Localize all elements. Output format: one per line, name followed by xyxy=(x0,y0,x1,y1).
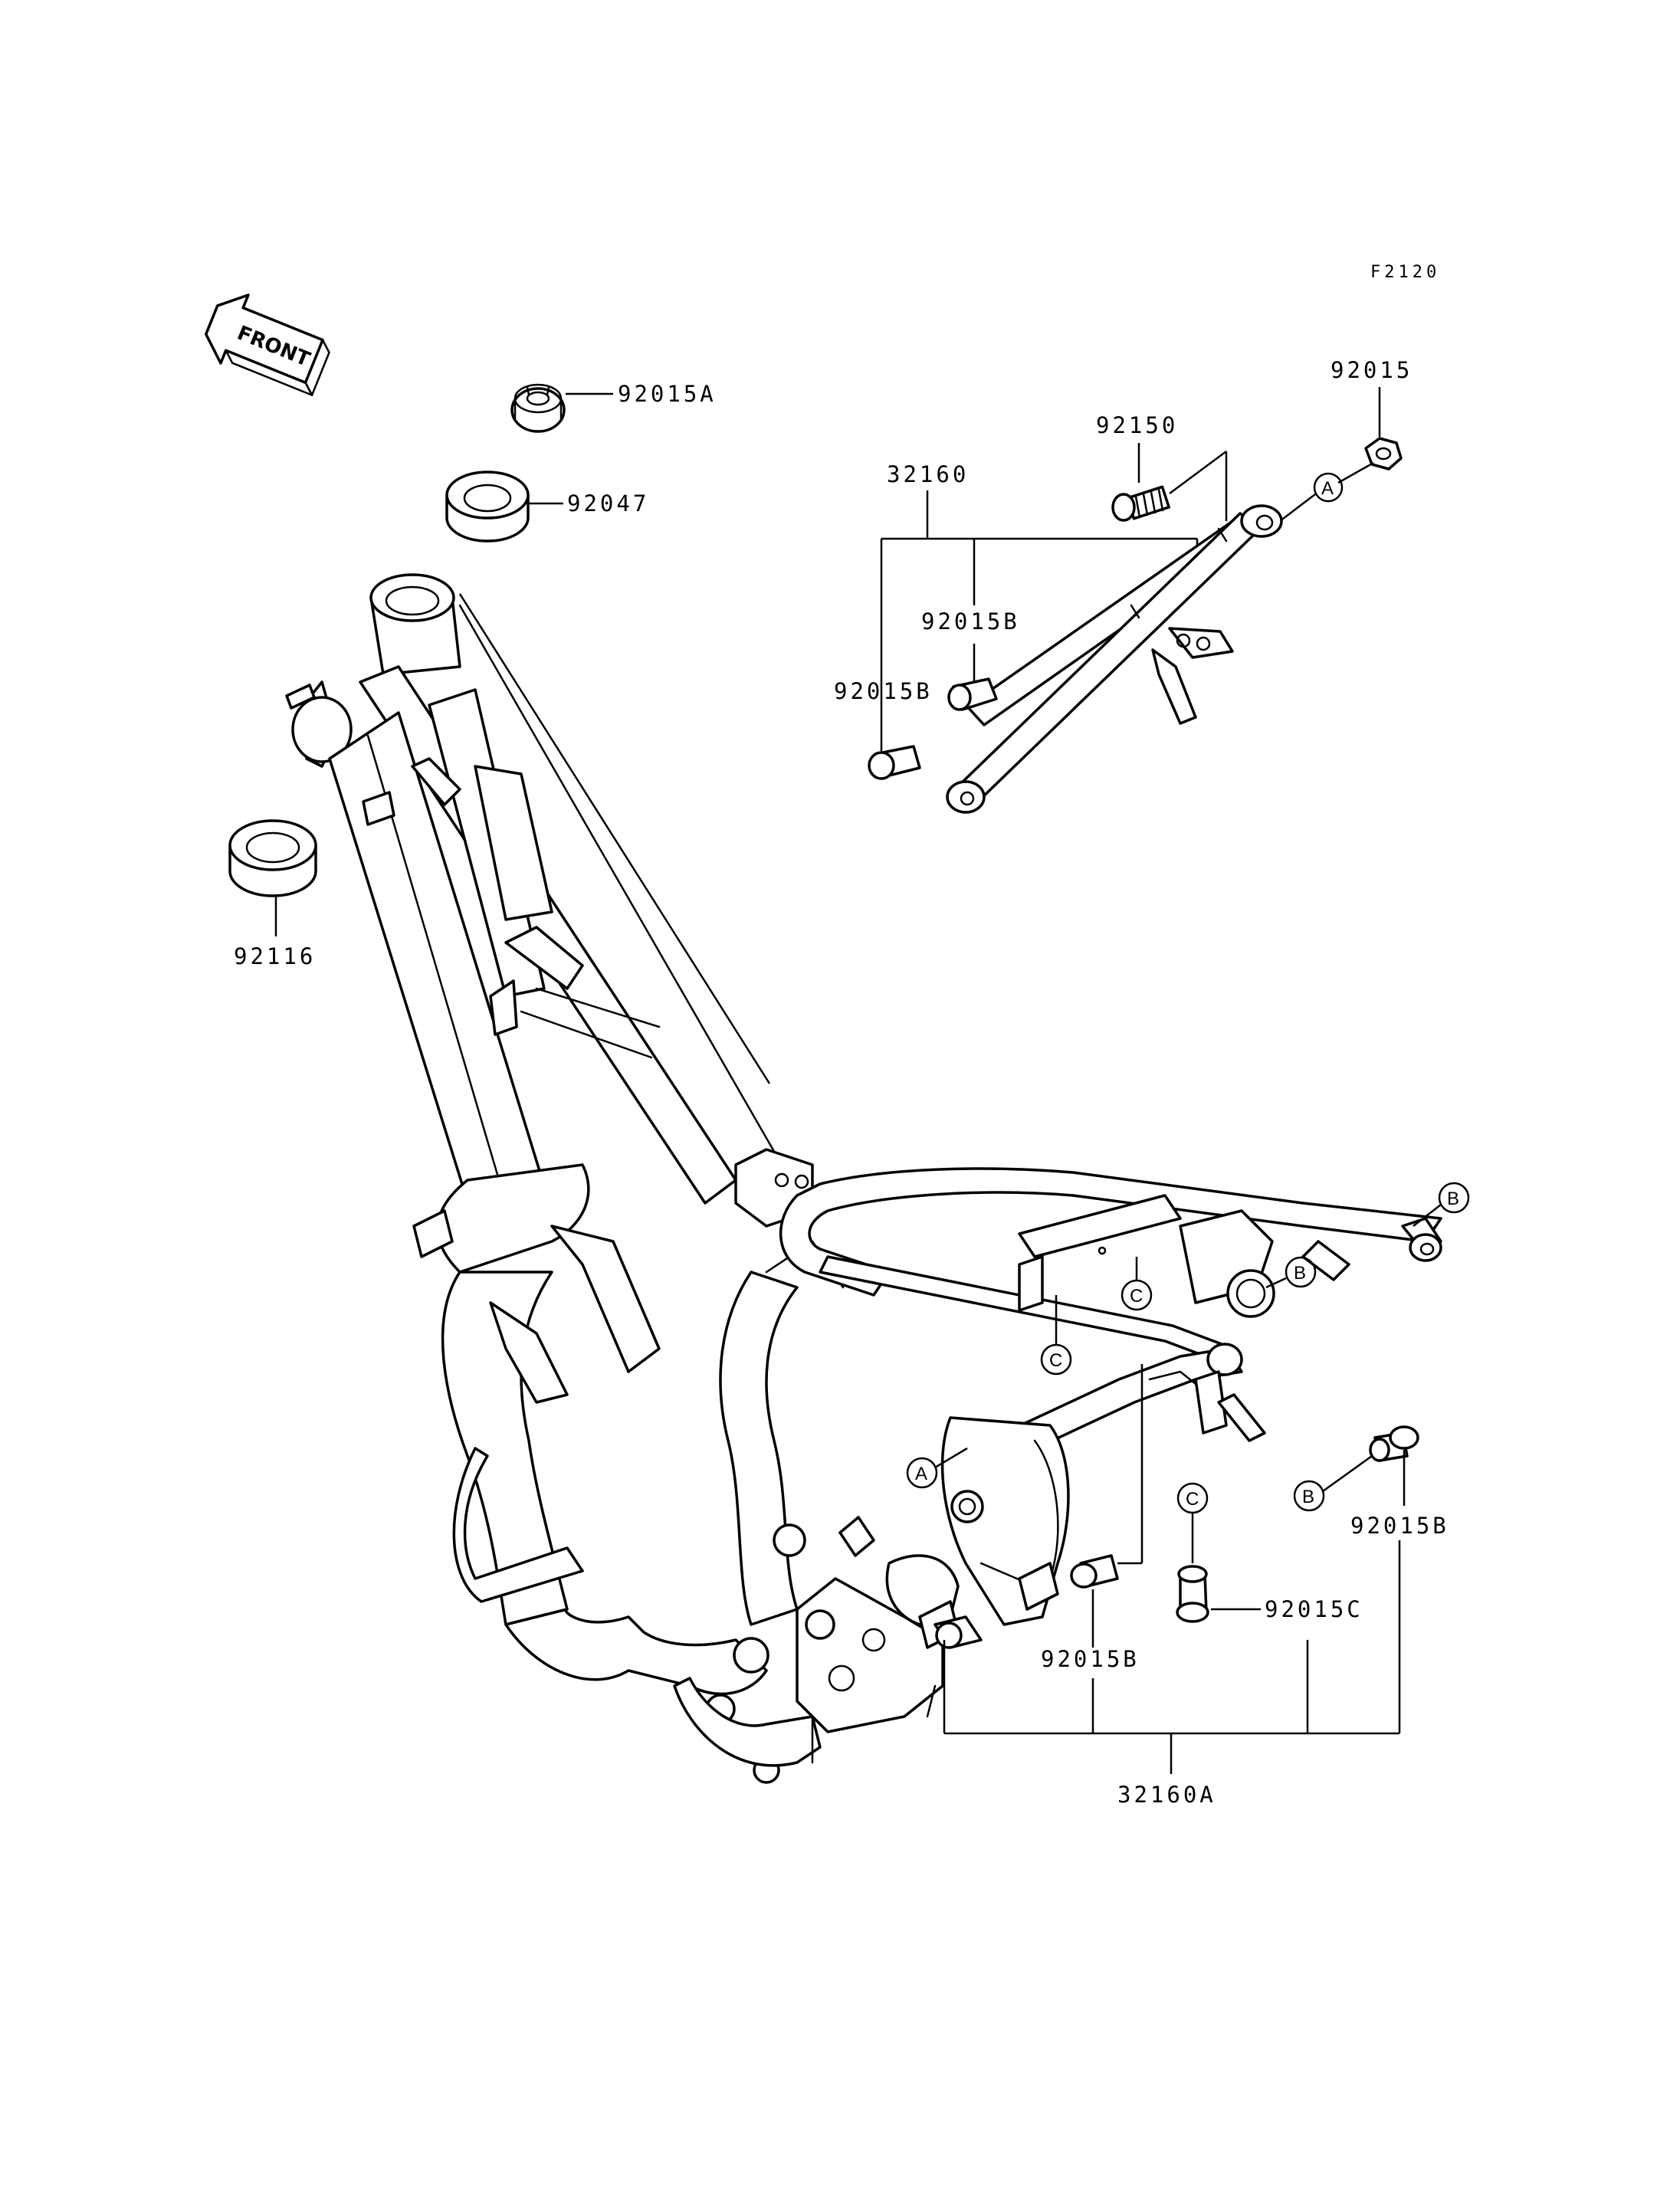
label-92015b-upper-left: 92015B xyxy=(834,678,933,704)
collar-92015c-icon xyxy=(1176,1565,1209,1623)
front-arrow-icon: FRONT xyxy=(205,293,330,396)
label-92015a: 92015A xyxy=(618,381,717,407)
label-92015c: 92015C xyxy=(1265,1596,1363,1622)
callout-b-mid xyxy=(1285,1256,1317,1288)
seal-92047-icon xyxy=(445,471,530,543)
label-92015b-lower: 92015B xyxy=(1041,1646,1140,1672)
down-tube-32160-icon xyxy=(946,504,1283,814)
callout-a-upper xyxy=(1313,472,1344,503)
label-32160: 32160 xyxy=(887,461,969,487)
collar-92015b-upper-right-icon xyxy=(947,677,998,711)
callout-b-lower xyxy=(1293,1480,1325,1512)
label-92015b-upper-right: 92015B xyxy=(921,608,1020,635)
nut-92015a-icon xyxy=(510,383,566,433)
svg-text:B: B xyxy=(1294,1263,1306,1284)
seal-92116-icon xyxy=(228,819,317,897)
svg-text:B: B xyxy=(1447,1189,1459,1209)
callout-b-top xyxy=(1438,1182,1470,1214)
svg-text:A: A xyxy=(915,1464,927,1484)
collar-92015b-lower-icon xyxy=(1070,1554,1119,1589)
collar-92015b-right-icon xyxy=(1369,1425,1419,1462)
svg-text:C: C xyxy=(1130,1286,1143,1307)
diagram-code: F2120 xyxy=(1370,263,1440,282)
svg-text:C: C xyxy=(1186,1489,1199,1510)
collar-92015b-upper-left-icon xyxy=(868,745,921,780)
label-92015b-right: 92015B xyxy=(1350,1513,1449,1539)
callout-a-lower xyxy=(906,1457,938,1489)
svg-text:A: A xyxy=(1321,478,1334,499)
main-frame-icon xyxy=(285,573,1442,1784)
label-92150: 92150 xyxy=(1096,412,1178,438)
label-92116: 92116 xyxy=(234,943,316,969)
label-92047: 92047 xyxy=(567,490,649,516)
label-92015: 92015 xyxy=(1331,357,1413,383)
svg-text:B: B xyxy=(1302,1487,1314,1507)
svg-text:C: C xyxy=(1049,1350,1062,1371)
label-32160a: 32160A xyxy=(1117,1782,1216,1808)
bolt-92150-icon xyxy=(1111,485,1170,522)
